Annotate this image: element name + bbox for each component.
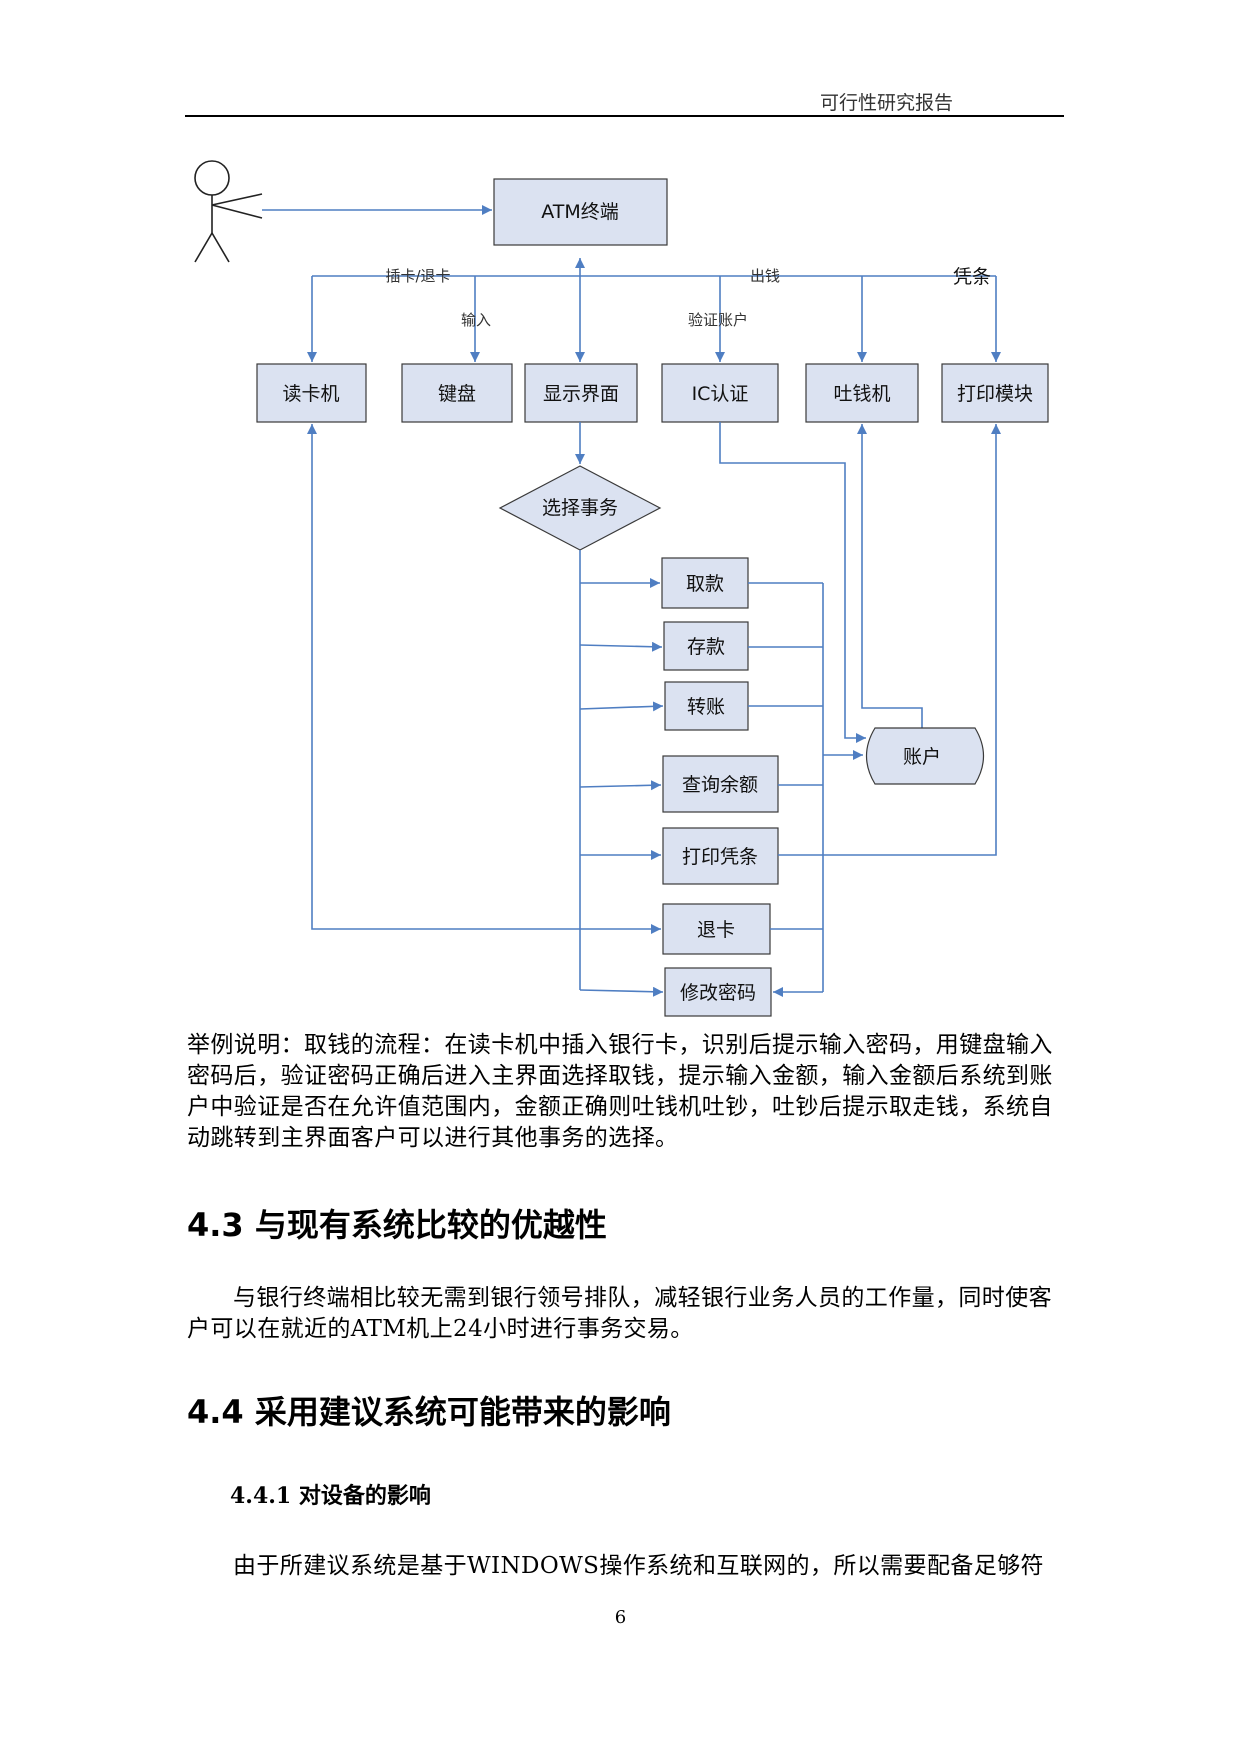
txn-eject-card-label: 退卡 [697, 919, 735, 941]
account-store-label: 账户 [903, 746, 941, 768]
section-4-4-1-body: 由于所建议系统是基于WINDOWS操作系统和互联网的，所以需要配备足够符 [233, 1553, 1044, 1579]
edge-label-dispense: 出钱 [750, 267, 780, 285]
edge-label-input: 输入 [461, 311, 491, 329]
display-box [524, 363, 638, 423]
display-label: 显示界面 [543, 383, 619, 405]
print-module-label: 打印模块 [957, 383, 1033, 405]
to-balance-arrow [579, 780, 662, 791]
atm-terminal-label: ATM终端 [541, 201, 619, 223]
keyboard-box [401, 363, 513, 423]
ic-to-account-arrow [719, 422, 866, 743]
txn-eject-card-box [662, 903, 771, 955]
page-number: 6 [614, 1607, 627, 1628]
txn-balance-box [662, 755, 779, 813]
card-reader-box [256, 363, 367, 423]
account-to-dispenser-arrow [857, 424, 923, 730]
txn-print-receipt-label: 打印凭条 [682, 846, 758, 868]
edge-label-verify-account: 验证账户 [688, 311, 748, 329]
ic-auth-label: IC认证 [692, 383, 749, 405]
edge-label-receipt: 凭条 [953, 266, 991, 288]
txn-print-receipt-box [662, 827, 779, 885]
cash-dispenser-label: 吐钱机 [833, 383, 890, 405]
user-actor-icon [194, 160, 263, 263]
edge-label-insert-card: 插卡/退卡 [385, 267, 450, 285]
txn-deposit-box [663, 621, 749, 671]
header-rule [185, 115, 1064, 117]
txn-change-pin-label: 修改密码 [680, 982, 756, 1004]
cash-dispenser-box [805, 363, 919, 423]
section-4-3-heading: 4.3 与现有系统比较的优越性 [187, 1206, 607, 1244]
ic-auth-box [661, 363, 779, 423]
txn-balance-label: 查询余额 [682, 774, 758, 796]
txn-deposit-label: 存款 [687, 636, 725, 658]
txn-withdraw-label: 取款 [686, 573, 724, 595]
decision-label: 选择事务 [542, 497, 618, 519]
keyboard-label: 键盘 [438, 383, 476, 405]
account-store-shape [865, 727, 985, 785]
eject-to-reader-arrow [307, 424, 580, 930]
example-paragraph: 举例说明：取钱的流程：在读卡机中插入银行卡，识别后提示输入密码，用键盘输入密码后… [187, 1032, 1053, 1151]
running-header: 可行性研究报告 [820, 92, 954, 114]
to-change-pin-arrow [579, 986, 664, 997]
print-module-box [941, 363, 1049, 423]
receipt-to-printer-arrow [778, 424, 1001, 856]
section-4-4-1-heading: 4.4.1 对设备的影响 [230, 1483, 431, 1509]
card-reader-label: 读卡机 [282, 383, 339, 405]
to-transfer-arrow [579, 701, 664, 712]
txn-transfer-label: 转账 [687, 696, 725, 718]
txn-change-pin-box [664, 967, 772, 1017]
atm-terminal-box [493, 178, 668, 246]
section-4-4-heading: 4.4 采用建议系统可能带来的影响 [187, 1393, 671, 1431]
atm-flow-diagram: ATM终端 插卡/退卡 输入 验证账户 出钱 凭条 读卡机 键盘 显示界面 IC… [194, 160, 1049, 1017]
to-deposit-arrow [579, 641, 663, 652]
section-4-3-body: 与银行终端相比较无需到银行领号排队，减轻银行业务人员的工作量，同时使客户可以在就… [187, 1285, 1052, 1342]
